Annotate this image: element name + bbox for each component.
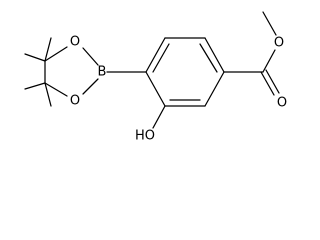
bond xyxy=(204,37,225,73)
double-bond xyxy=(265,69,280,94)
bond xyxy=(204,71,225,107)
bond xyxy=(82,47,99,66)
benzene-ring xyxy=(145,37,225,107)
bond xyxy=(145,37,166,73)
double-bond-inner xyxy=(199,43,218,73)
ester-oxygen-label: O xyxy=(274,36,284,51)
carbonyl-oxygen-label: O xyxy=(277,96,287,111)
bond xyxy=(152,105,166,129)
dioxaborolane-ring xyxy=(44,46,99,97)
methyl-ester xyxy=(223,11,280,96)
ring-oxygen-label: O xyxy=(70,35,80,50)
bond xyxy=(44,46,68,62)
bond xyxy=(24,82,46,90)
double-bond xyxy=(260,71,275,96)
ring-oxygen-label: O xyxy=(70,94,80,109)
bond xyxy=(262,49,276,73)
bond xyxy=(262,11,277,36)
bond xyxy=(82,78,99,95)
bond xyxy=(24,53,46,62)
hydroxyl-label: HO xyxy=(135,129,155,144)
double-bond-inner xyxy=(152,43,170,73)
bond xyxy=(44,82,68,97)
chemical-structure: O O B HO O O xyxy=(24,11,287,144)
bond xyxy=(44,37,52,62)
bond xyxy=(44,82,52,107)
methyl-groups xyxy=(24,37,52,107)
bond xyxy=(145,71,166,107)
boron-label: B xyxy=(98,65,107,80)
